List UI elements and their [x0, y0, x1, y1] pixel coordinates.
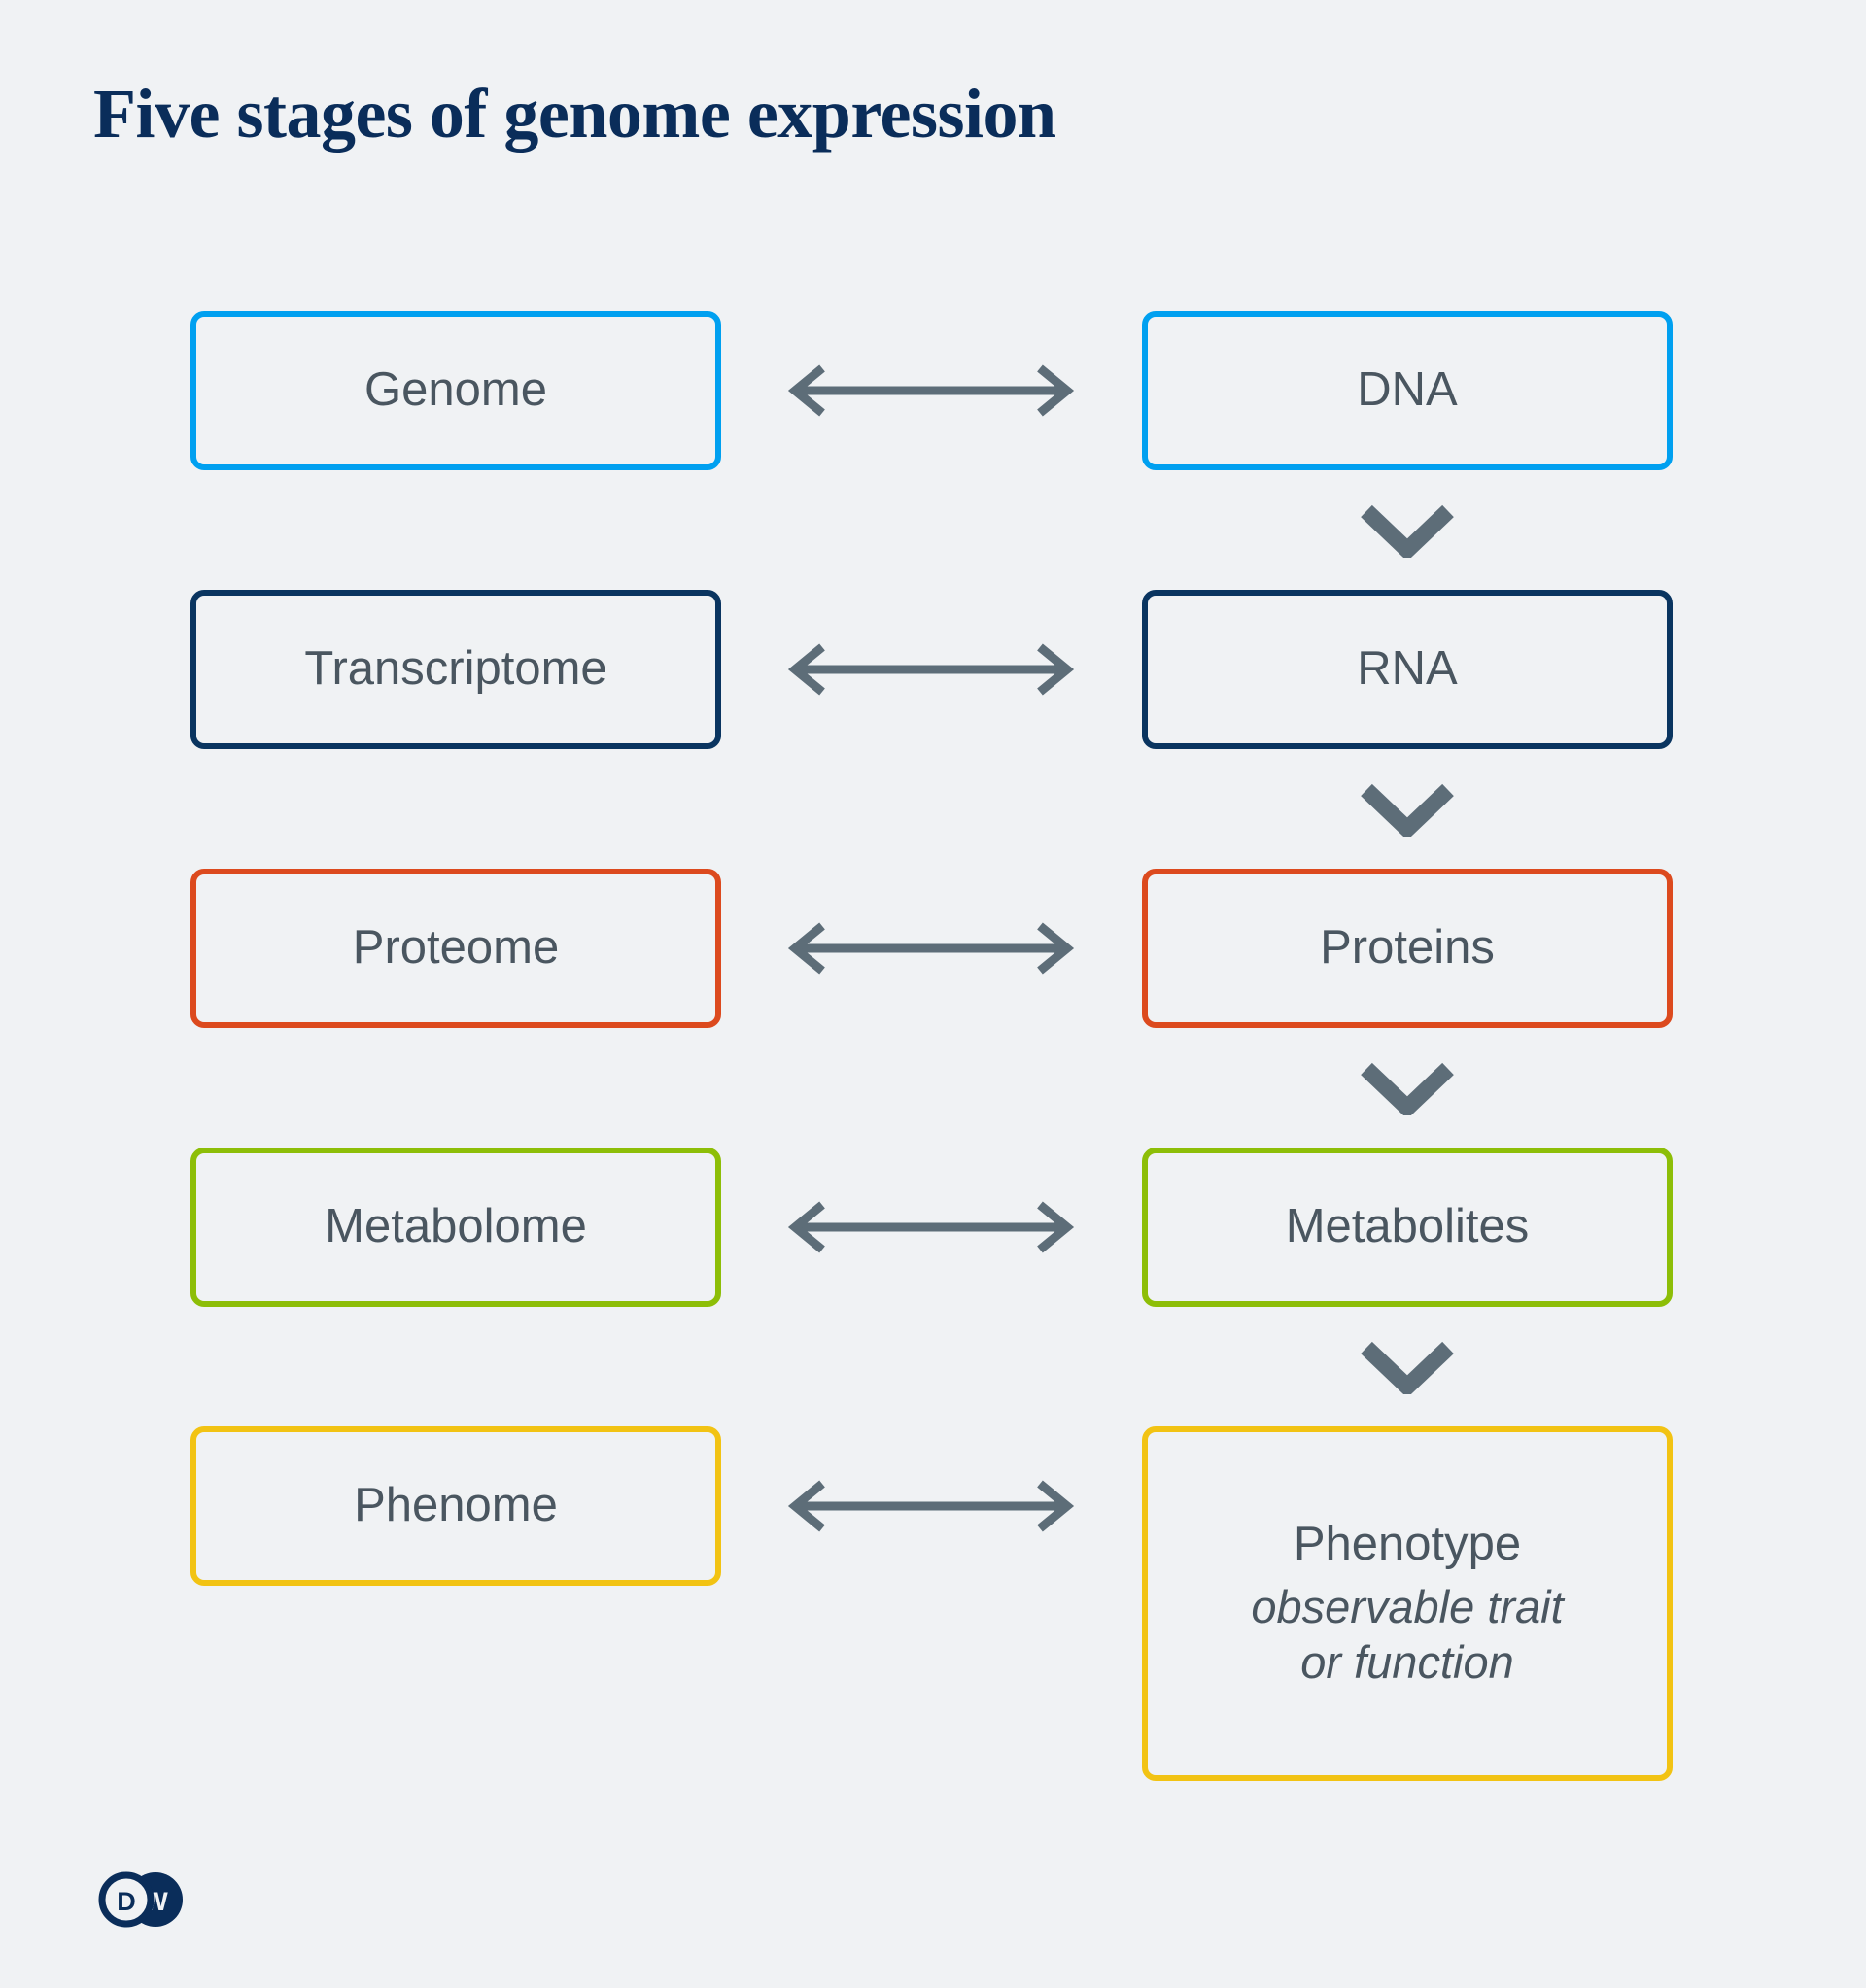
box-phenotype-sub-line2: or function: [1300, 1636, 1514, 1689]
box-proteins[interactable]: Proteins: [1142, 869, 1673, 1028]
box-phenotype-label: Phenotype: [1293, 1518, 1522, 1571]
box-phenotype-sub-line1: observable trait: [1251, 1581, 1564, 1633]
box-transcriptome[interactable]: Transcriptome: [190, 590, 721, 749]
link-arrow-metabolome-metabolites: [756, 1148, 1106, 1307]
link-arrow-transcriptome-rna: [756, 590, 1106, 749]
box-metabolites[interactable]: Metabolites: [1142, 1148, 1673, 1307]
box-metabolome-label: Metabolome: [325, 1200, 587, 1253]
box-genome-label: Genome: [364, 363, 547, 417]
box-proteome-label: Proteome: [352, 921, 560, 975]
box-metabolites-label: Metabolites: [1285, 1200, 1530, 1253]
box-rna[interactable]: RNA: [1142, 590, 1673, 749]
box-dna-label: DNA: [1357, 363, 1458, 417]
box-rna-label: RNA: [1357, 642, 1458, 696]
flow-chevron-proteins-to-metabolites: [1142, 1048, 1673, 1128]
link-arrow-proteome-proteins: [756, 869, 1106, 1028]
box-proteome[interactable]: Proteome: [190, 869, 721, 1028]
box-phenotype[interactable]: Phenotype observable trait or function: [1142, 1426, 1673, 1781]
flow-chevron-metabolites-to-phenotype: [1142, 1327, 1673, 1407]
link-arrow-phenome-phenotype: [756, 1426, 1106, 1586]
page-title: Five stages of genome expression: [93, 75, 1056, 153]
box-phenome[interactable]: Phenome: [190, 1426, 721, 1586]
box-phenome-label: Phenome: [354, 1479, 558, 1532]
box-metabolome[interactable]: Metabolome: [190, 1148, 721, 1307]
dw-logo: W D: [97, 1870, 187, 1929]
box-dna[interactable]: DNA: [1142, 311, 1673, 470]
box-transcriptome-label: Transcriptome: [304, 642, 607, 696]
svg-text:D: D: [117, 1887, 136, 1916]
link-arrow-genome-dna: [756, 311, 1106, 470]
flow-chevron-rna-to-proteins: [1142, 770, 1673, 849]
box-genome[interactable]: Genome: [190, 311, 721, 470]
box-proteins-label: Proteins: [1320, 921, 1495, 975]
flow-chevron-dna-to-rna: [1142, 491, 1673, 570]
